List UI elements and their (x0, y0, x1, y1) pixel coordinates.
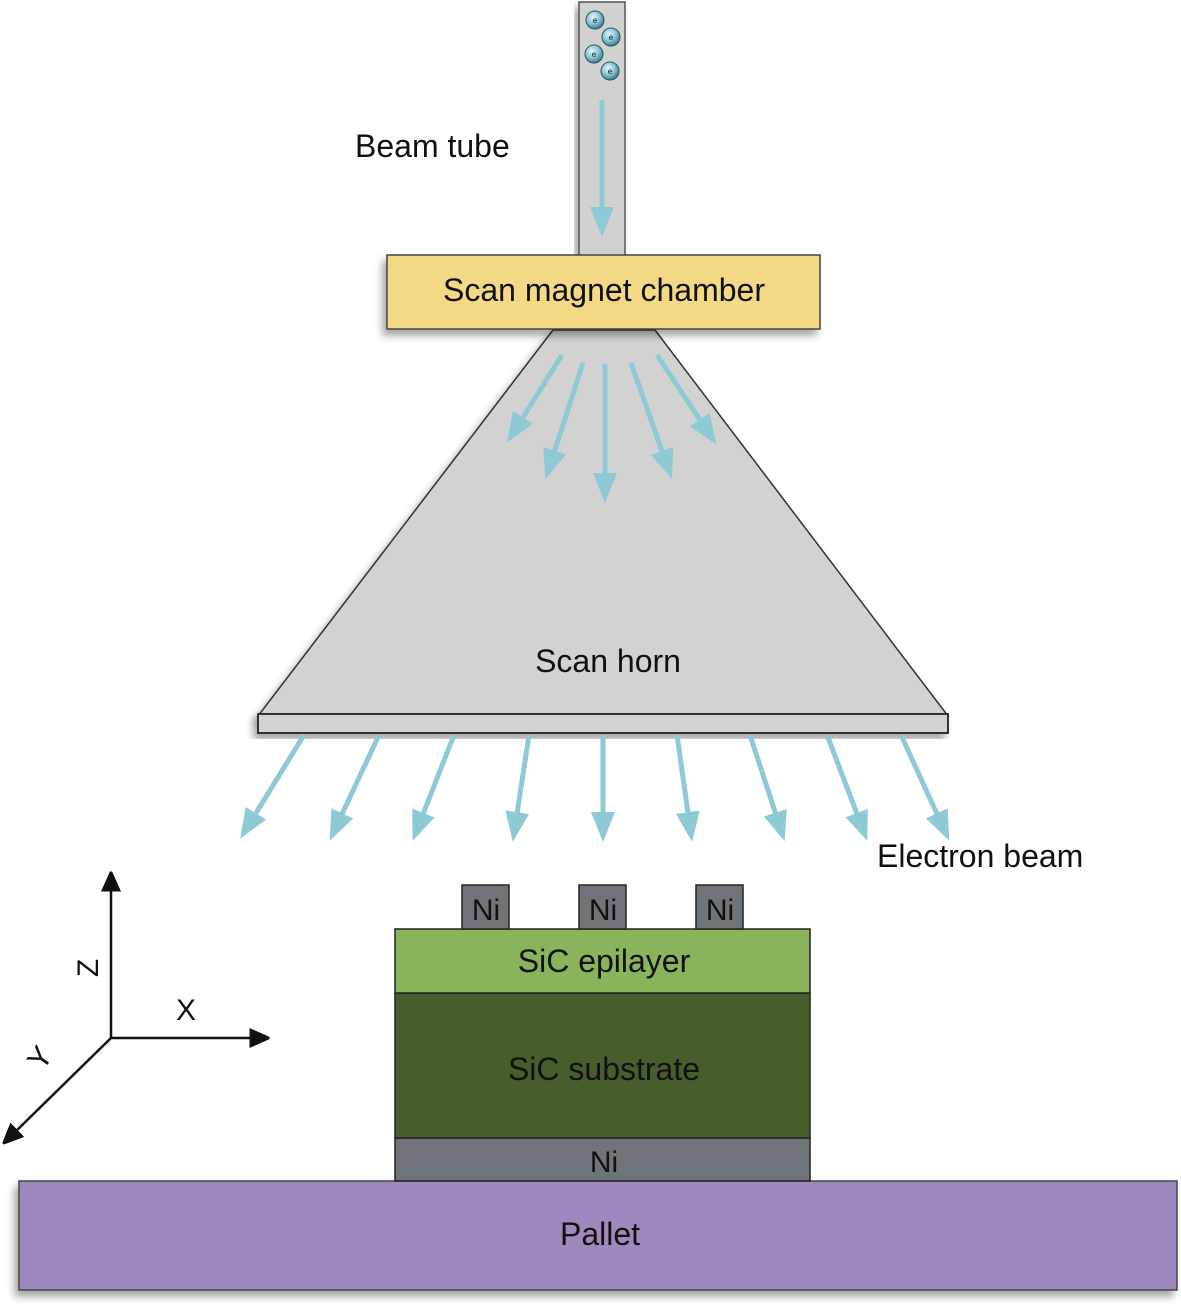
beam-arrow (824, 734, 868, 842)
beam-arrow (674, 734, 700, 842)
ni-top-contact: Ni (461, 884, 510, 930)
horn-beam-arrows (507, 353, 717, 503)
electron-icon: e (600, 61, 620, 81)
electron-beam-label: Electron beam (877, 838, 1083, 874)
beam-arrow (654, 353, 717, 445)
beam-arrow (412, 734, 457, 841)
electron-beam-arrows (240, 733, 950, 842)
svg-text:Ni: Ni (589, 894, 617, 927)
beam-arrow (543, 362, 586, 480)
scan-magnet-chamber: Scan magnet chamber (386, 254, 821, 330)
electron-icon: e (584, 44, 604, 64)
electron-icon: e (585, 10, 605, 30)
ni-back-contact: Ni (394, 1137, 811, 1182)
beam-arrow (898, 733, 950, 841)
electron-icon: e (601, 27, 621, 47)
beam-arrow (507, 353, 565, 443)
svg-text:e: e (609, 33, 614, 42)
svg-text:Ni: Ni (472, 894, 500, 927)
sic-epilayer: SiC epilayer (394, 928, 811, 994)
sic-substrate: SiC substrate (394, 992, 811, 1139)
scan-horn (256, 329, 950, 734)
svg-text:SiC epilayer: SiC epilayer (518, 943, 691, 979)
beam-arrow (240, 733, 307, 839)
svg-text:e: e (592, 50, 597, 59)
beam-tube-label: Beam tube (355, 128, 510, 164)
beam-arrow (505, 734, 532, 842)
svg-text:e: e (608, 67, 613, 76)
coordinate-axes: X Z Y (12, 884, 257, 1135)
pallet: Pallet (18, 1180, 1178, 1291)
ni-top-contact: Ni (695, 884, 744, 930)
pallet-label: Pallet (560, 1216, 640, 1252)
svg-text:Ni: Ni (706, 894, 734, 927)
ni-top-contact: Ni (578, 884, 627, 930)
beam-arrow (329, 733, 382, 841)
beam-arrow (628, 362, 674, 480)
electron-particles: e e e e (584, 10, 621, 81)
scan-horn-window (257, 713, 949, 734)
beam-arrow (747, 734, 787, 842)
svg-text:e: e (593, 16, 598, 25)
y-axis-arrow (12, 1037, 112, 1135)
scan-horn-label: Scan horn (535, 643, 681, 679)
svg-text:Ni: Ni (590, 1146, 618, 1179)
svg-text:SiC substrate: SiC substrate (508, 1051, 700, 1087)
x-axis-label: X (176, 994, 196, 1027)
scan-magnet-chamber-label: Scan magnet chamber (443, 272, 765, 308)
z-axis-label: Z (72, 959, 105, 977)
beam-tube: e e e e (578, 1, 626, 261)
y-axis-label: Y (21, 1041, 60, 1076)
device-stack: Ni SiC substrate SiC epilayer Ni Ni Ni (394, 884, 811, 1182)
